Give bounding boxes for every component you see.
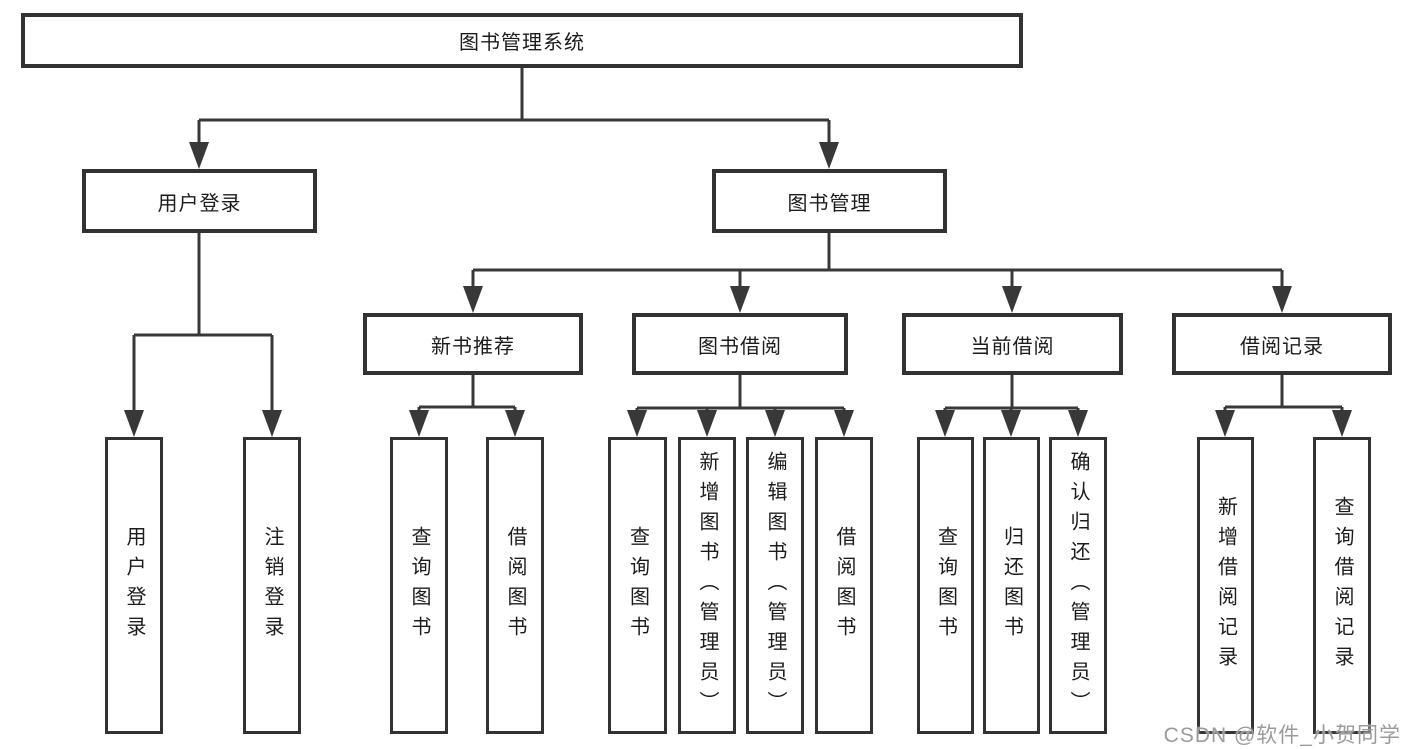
leaf-borrow-books-1: 借阅图书 (486, 437, 544, 734)
node-root: 图书管理系统 (21, 13, 1023, 68)
node-borrow-record-label: 借阅记录 (1240, 335, 1324, 358)
arrow-down-icon (1215, 410, 1235, 437)
leaf-confirm-return-admin-label: 确认归还（管理员） (1067, 450, 1089, 721)
leaf-return-books: 归还图书 (983, 437, 1040, 734)
leaf-query-borrow-record-label: 查询借阅记录 (1331, 495, 1353, 676)
leaf-borrow-books-1-label: 借阅图书 (504, 525, 526, 646)
leaf-add-borrow-record: 新增借阅记录 (1197, 437, 1254, 734)
arrow-down-icon (463, 286, 483, 313)
leaf-borrow-books-2: 借阅图书 (815, 437, 873, 734)
arrow-down-icon (1002, 286, 1022, 313)
arrow-down-icon (1068, 410, 1088, 437)
leaf-query-books-3-label: 查询图书 (934, 525, 957, 646)
connector-bookmgmt-to-level3 (471, 233, 1284, 290)
connector-root-to-level2 (197, 68, 831, 145)
arrow-down-icon (935, 410, 955, 437)
arrowheads (124, 142, 1352, 437)
arrow-down-icon (730, 286, 750, 313)
leaf-edit-books-admin-label: 编辑图书（管理员） (764, 450, 786, 721)
connector-newbook-to-leaves (417, 375, 517, 414)
leaf-logout: 注销登录 (243, 437, 301, 734)
connector-paths (132, 68, 1344, 414)
node-new-book-recommend-label: 新书推荐 (431, 335, 515, 358)
arrow-down-icon (834, 410, 854, 437)
arrow-down-icon (1332, 410, 1352, 437)
leaf-edit-books-admin: 编辑图书（管理员） (746, 437, 804, 734)
node-book-borrow: 图书借阅 (632, 313, 848, 375)
leaf-user-login-label: 用户登录 (123, 525, 145, 646)
node-user-login-label: 用户登录 (157, 192, 242, 215)
arrow-down-icon (697, 410, 717, 437)
arrow-down-icon (1272, 286, 1292, 313)
leaf-return-books-label: 归还图书 (1000, 525, 1023, 646)
arrow-down-icon (409, 410, 429, 437)
connector-currentborrow-to-leaves (943, 375, 1080, 414)
leaf-query-books-3: 查询图书 (917, 437, 974, 734)
connector-borrowrecord-to-leaves (1223, 375, 1344, 414)
arrow-down-icon (262, 410, 282, 437)
leaf-user-login: 用户登录 (105, 437, 163, 734)
node-borrow-record: 借阅记录 (1172, 313, 1392, 375)
leaf-query-books-2: 查询图书 (608, 437, 667, 734)
arrow-down-icon (1001, 410, 1021, 437)
node-user-login: 用户登录 (82, 169, 317, 233)
node-new-book-recommend: 新书推荐 (363, 313, 583, 375)
arrow-down-icon (765, 410, 785, 437)
leaf-query-books-1-label: 查询图书 (408, 525, 430, 646)
node-book-management: 图书管理 (712, 169, 947, 233)
leaf-logout-label: 注销登录 (261, 525, 283, 646)
connector-userlogin-to-leaves (132, 233, 274, 413)
leaf-add-books-admin: 新增图书（管理员） (678, 437, 736, 734)
node-current-borrow: 当前借阅 (902, 313, 1123, 375)
node-root-label: 图书管理系统 (459, 32, 585, 54)
leaf-borrow-books-2-label: 借阅图书 (833, 525, 855, 646)
leaf-add-books-admin-label: 新增图书（管理员） (696, 450, 718, 721)
arrow-down-icon (819, 142, 839, 169)
leaf-query-books-2-label: 查询图书 (626, 525, 649, 646)
node-book-management-label: 图书管理 (787, 192, 872, 215)
node-current-borrow-label: 当前借阅 (970, 335, 1055, 358)
node-book-borrow-label: 图书借阅 (698, 335, 782, 358)
arrow-down-icon (189, 142, 209, 169)
leaf-query-books-1: 查询图书 (390, 437, 448, 734)
arrow-down-icon (627, 410, 647, 437)
leaf-query-borrow-record: 查询借阅记录 (1313, 437, 1371, 734)
leaf-confirm-return-admin: 确认归还（管理员） (1049, 437, 1107, 734)
connector-bookborrow-to-leaves (635, 375, 846, 414)
leaf-add-borrow-record-label: 新增借阅记录 (1214, 495, 1237, 676)
arrow-down-icon (124, 410, 144, 437)
arrow-down-icon (505, 410, 525, 437)
csdn-watermark: CSDN @软件_小贺同学 (1163, 724, 1401, 747)
